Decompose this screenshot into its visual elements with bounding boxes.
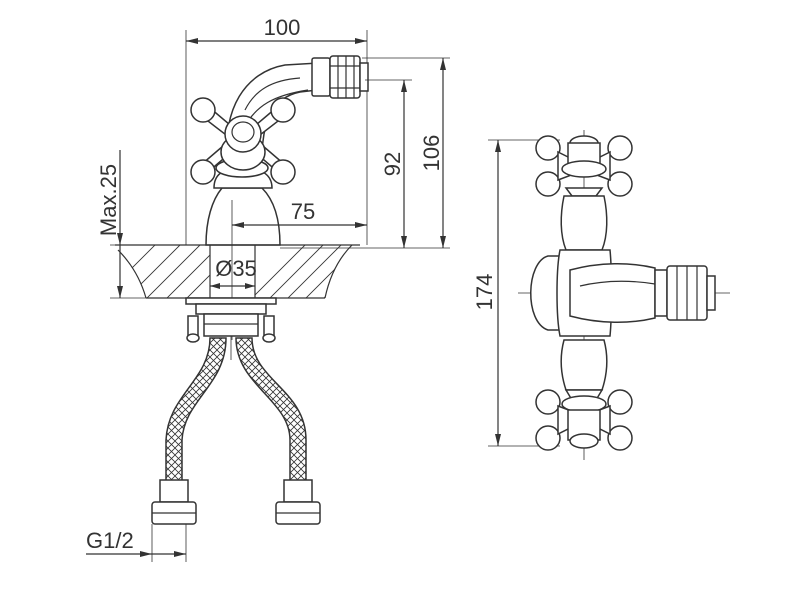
label-connection: G1/2 (86, 528, 134, 553)
dimension-side-height: 174 (472, 139, 560, 447)
cross-handle-front (190, 97, 296, 185)
dimension-reach: 75 (231, 199, 367, 340)
label-max-thickness: Max.25 (96, 164, 121, 236)
countertop-section: Ø35 (115, 244, 360, 305)
cross-handle-top-side (535, 135, 633, 251)
dimension-connection: G1/2 (86, 524, 187, 562)
label-width-total: 100 (264, 15, 301, 40)
dimension-heights: 92 106 (280, 57, 450, 249)
cross-handle-bottom-side (535, 339, 633, 451)
flexible-hoses (151, 337, 321, 525)
label-side-height: 174 (472, 274, 497, 311)
front-view: 100 (86, 15, 450, 562)
label-reach: 75 (291, 199, 315, 224)
mounting-hardware (186, 303, 276, 360)
label-height-spout: 92 (380, 152, 405, 176)
body-side (530, 249, 716, 337)
side-view: 174 (472, 130, 730, 460)
faucet-body (205, 158, 281, 246)
dimension-max-thickness: Max.25 (96, 150, 186, 299)
label-height-total: 106 (419, 135, 444, 172)
label-hole-diameter: Ø35 (215, 256, 257, 281)
